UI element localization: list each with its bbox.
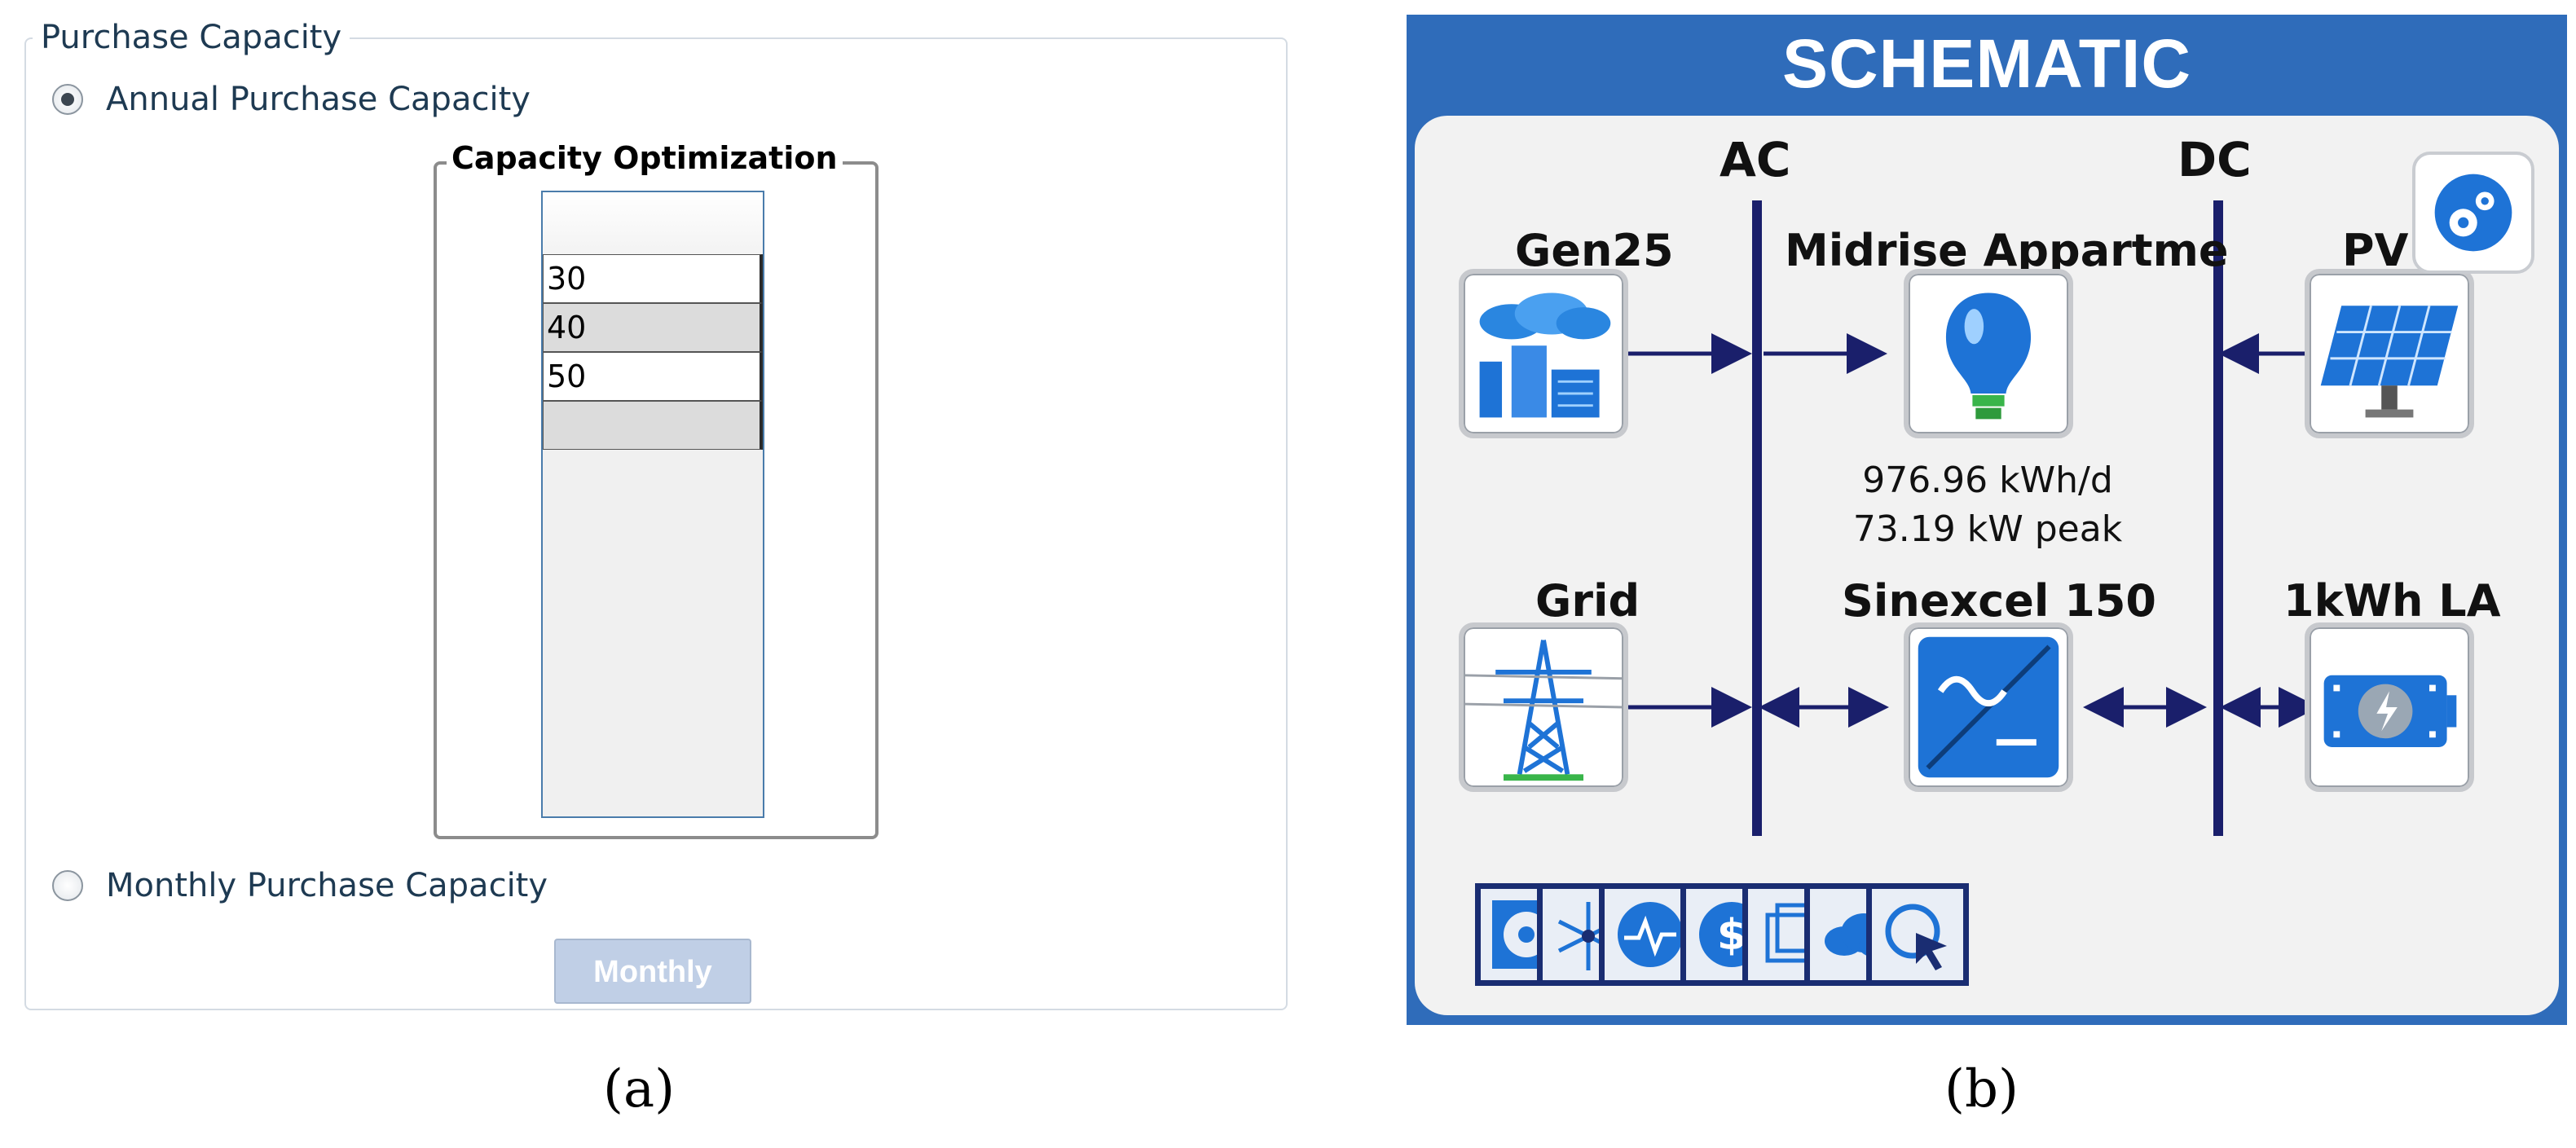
schematic-canvas: AC DC Gen25 Midrise Appartme PV Grid Sin… bbox=[1415, 116, 2559, 1015]
annual-radio-button[interactable] bbox=[52, 84, 83, 115]
schematic-title: SCHEMATIC bbox=[1781, 25, 2192, 102]
caption-b: (b) bbox=[1944, 1059, 2019, 1119]
grid-label: Grid bbox=[1535, 575, 1640, 627]
annual-purchase-capacity-option[interactable]: Annual Purchase Capacity bbox=[52, 81, 531, 118]
generator-node[interactable] bbox=[1459, 269, 1628, 438]
dc-bus-label: DC bbox=[2177, 132, 2252, 187]
monthly-purchase-capacity-option[interactable]: Monthly Purchase Capacity bbox=[52, 867, 548, 904]
capacity-optimization-table[interactable]: 30 40 50 bbox=[541, 191, 764, 818]
converter-node[interactable] bbox=[1904, 622, 2073, 792]
transmission-tower-icon bbox=[1464, 640, 1623, 781]
pv-node[interactable] bbox=[2305, 269, 2474, 438]
converter-icon bbox=[1918, 636, 2059, 778]
monthly-radio-button[interactable] bbox=[52, 870, 83, 901]
light-bulb-icon bbox=[1945, 292, 2032, 420]
waveform-icon bbox=[1618, 902, 1683, 967]
table-header bbox=[543, 192, 763, 254]
schematic-wires bbox=[1628, 333, 2319, 728]
gear-icon bbox=[2434, 174, 2512, 252]
capacity-cell[interactable]: 30 bbox=[543, 254, 763, 303]
capacity-cell[interactable]: 50 bbox=[543, 352, 763, 401]
capacity-cell-empty[interactable] bbox=[543, 401, 763, 450]
toolbar-cursor-button[interactable] bbox=[1866, 883, 1969, 986]
converter-label: Sinexcel 150 bbox=[1842, 575, 2156, 627]
gen-label: Gen25 bbox=[1515, 225, 1674, 276]
monthly-button[interactable]: Monthly bbox=[554, 939, 751, 1004]
battery-label: 1kWh LA bbox=[2283, 575, 2501, 627]
capacity-cell[interactable]: 40 bbox=[543, 303, 763, 352]
solar-panel-icon bbox=[2320, 305, 2459, 418]
load-peak-power: 73.19 kW peak bbox=[1852, 508, 2123, 550]
purchase-capacity-group bbox=[24, 37, 1288, 1010]
load-daily-energy: 976.96 kWh/d bbox=[1862, 460, 2113, 501]
purchase-capacity-panel: Purchase Capacity Annual Purchase Capaci… bbox=[24, 18, 1288, 1119]
pv-label: PV bbox=[2342, 225, 2409, 276]
load-label: Midrise Appartme bbox=[1785, 225, 2229, 276]
capacity-optimization-title: Capacity Optimization bbox=[447, 139, 843, 178]
purchase-capacity-title: Purchase Capacity bbox=[33, 18, 350, 57]
schematic-settings-button[interactable] bbox=[2412, 152, 2534, 274]
monthly-radio-label: Monthly Purchase Capacity bbox=[106, 867, 548, 904]
ac-bus-line bbox=[1752, 200, 1762, 836]
grid-node[interactable] bbox=[1459, 622, 1628, 792]
schematic-panel: SCHEMATIC AC DC Gen25 Midrise Appartme P… bbox=[1407, 15, 2567, 1025]
battery-icon bbox=[2323, 675, 2457, 747]
ac-bus-label: AC bbox=[1720, 132, 1791, 187]
cursor-icon bbox=[1885, 904, 1947, 970]
caption-a: (a) bbox=[603, 1059, 676, 1119]
annual-radio-label: Annual Purchase Capacity bbox=[106, 81, 531, 118]
power-plant-icon bbox=[1479, 292, 1611, 418]
load-node[interactable] bbox=[1904, 269, 2073, 438]
battery-node[interactable] bbox=[2305, 622, 2474, 792]
svg-text:$: $ bbox=[1717, 911, 1746, 960]
